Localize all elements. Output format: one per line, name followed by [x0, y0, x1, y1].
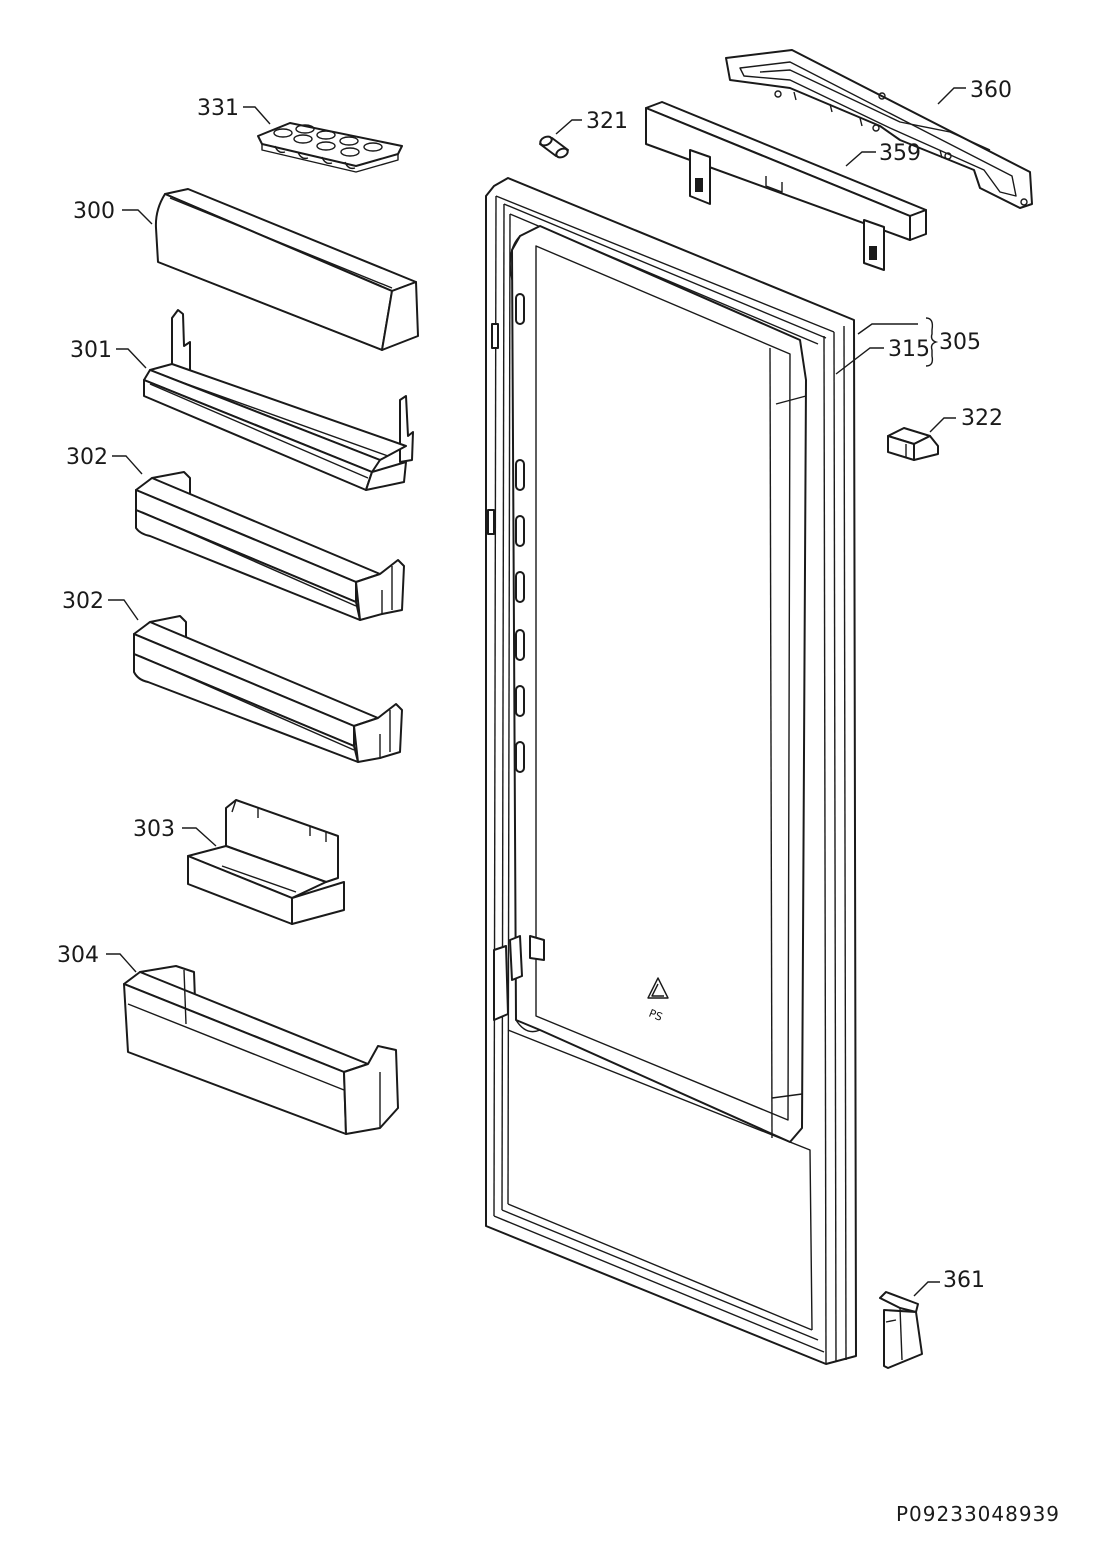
door-assembly-part: PS	[485, 177, 857, 1365]
door-shelf-302-upper-part	[135, 471, 405, 621]
recycling-icon: PS	[647, 977, 669, 1024]
callout-305: 305	[939, 330, 981, 355]
callout-315: 315	[888, 337, 930, 362]
hinge-bracket-360-part	[725, 49, 1033, 209]
hinge-cover-359-part	[645, 101, 927, 271]
callout-302-lower: 302	[62, 589, 104, 614]
callout-361: 361	[943, 1268, 985, 1293]
callout-302-upper: 302	[66, 445, 108, 470]
door-shelf-302-lower-part	[133, 615, 403, 763]
recycling-mark-label: PS	[647, 1007, 665, 1024]
hinge-slot-icon	[695, 178, 703, 192]
clip-322-part	[887, 427, 939, 461]
bottle-shelf-304-part	[123, 965, 399, 1135]
callout-359: 359	[879, 141, 921, 166]
callout-303: 303	[133, 817, 175, 842]
callout-304: 304	[57, 943, 99, 968]
small-door-bin-303-part	[187, 799, 345, 925]
lower-hinge-cover-361-part	[879, 1291, 923, 1369]
door-shelf-301-part	[143, 309, 414, 491]
hinge-slot-icon	[869, 246, 877, 260]
leader-lines	[106, 87, 966, 1297]
shelf-cover-part	[154, 188, 419, 351]
callout-labels: 331 300 301 302 302 303 304 321 359 360 …	[57, 78, 1012, 1293]
callout-321: 321	[586, 109, 628, 134]
document-code: P09233048939	[896, 1502, 1061, 1526]
callout-331: 331	[197, 96, 239, 121]
callout-322: 322	[961, 406, 1003, 431]
callout-360: 360	[970, 78, 1012, 103]
egg-tray-part	[257, 122, 403, 173]
pin-321-part	[539, 135, 569, 159]
callout-300: 300	[73, 199, 115, 224]
callout-301: 301	[70, 338, 112, 363]
